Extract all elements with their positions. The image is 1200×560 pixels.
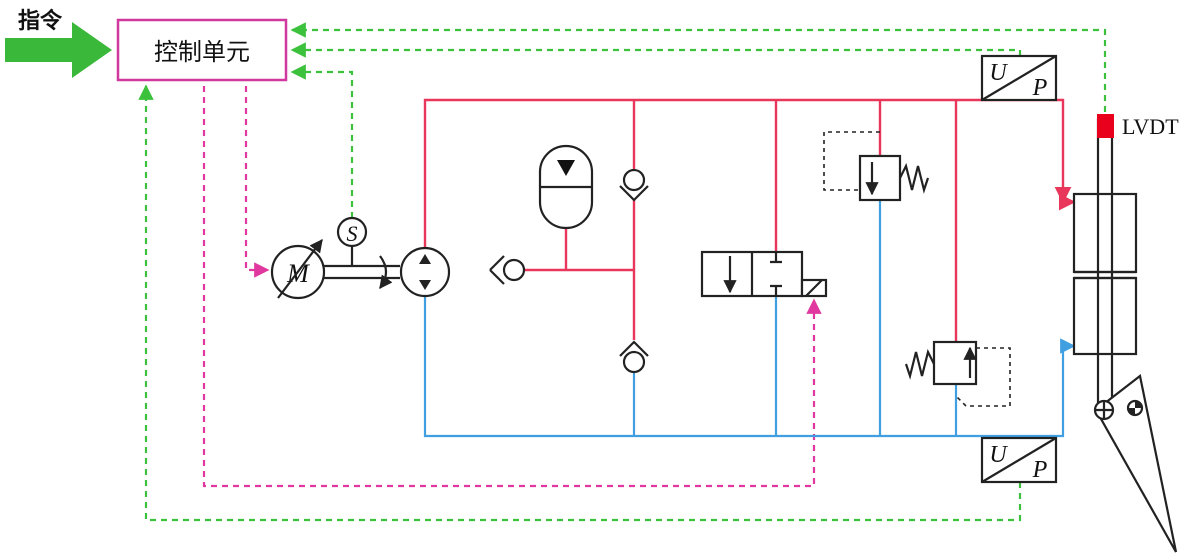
transducer-bottom-u: U — [989, 442, 1008, 468]
transducer-top-u: U — [989, 60, 1008, 86]
top-pressure-feedback-line — [290, 42, 1022, 58]
speed-feedback-line — [290, 64, 354, 218]
valve-control-signal — [202, 86, 822, 488]
control-unit-label: 控制单元 — [154, 38, 250, 66]
lvdt-sensor — [1097, 114, 1114, 138]
lvdt-label: LVDT — [1122, 114, 1179, 139]
check-valve-lower — [619, 340, 649, 374]
pressure-lines — [423, 98, 1076, 342]
command-label: 指令 — [18, 8, 63, 34]
accumulator-triangle — [557, 160, 575, 176]
lvdt-feedback-line — [290, 22, 1107, 112]
transducer-bottom-p: P — [1032, 457, 1048, 483]
speed-sensor-label: S — [347, 221, 358, 246]
pressure-transducer-bottom: U P — [980, 436, 1058, 484]
check-valve-upper — [619, 168, 649, 202]
relief-valve-upper — [823, 131, 930, 202]
command-arrow — [5, 22, 112, 78]
relief-valve-lower — [904, 340, 1011, 407]
control-unit-box — [116, 18, 288, 82]
solenoid-bypass-valve — [700, 250, 828, 298]
drive-shaft — [324, 246, 400, 290]
speed-sensor — [336, 216, 368, 248]
motor-control-signal — [244, 86, 270, 278]
bottom-pressure-feedback-line — [138, 84, 1022, 522]
pump-arrow-down — [419, 280, 431, 290]
pressure-transducer-top: U P — [980, 54, 1058, 102]
pump-arrow-up — [419, 254, 431, 264]
transducer-top-p: P — [1032, 75, 1048, 101]
check-valve-inlet — [489, 255, 526, 285]
hydraulic-pump — [399, 246, 451, 298]
control-surface — [1093, 374, 1178, 553]
motor-variable-arrow — [277, 238, 323, 299]
return-lines — [423, 200, 1076, 438]
hydraulic-cylinder — [1072, 118, 1138, 410]
